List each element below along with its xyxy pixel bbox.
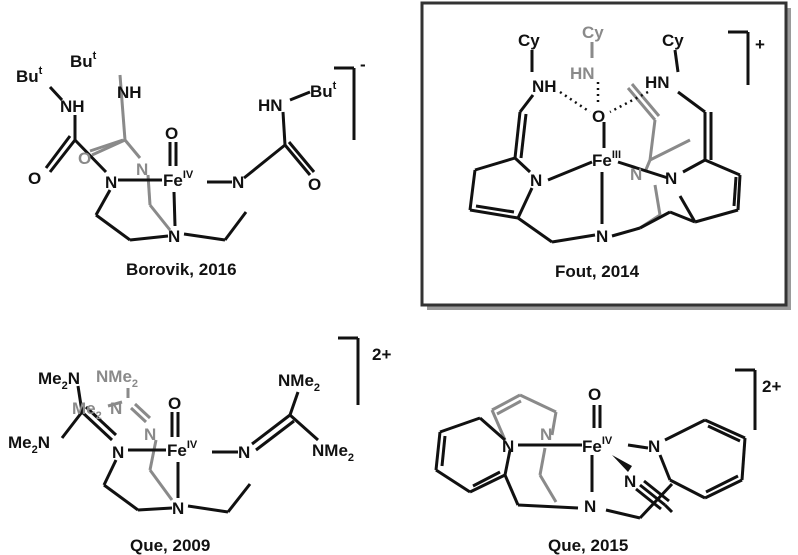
que2009-black-bonds	[60, 336, 360, 514]
que2009-n-gray-guan: N	[110, 399, 122, 418]
que2015-n-amine: N	[584, 497, 596, 516]
que2009-caption: Que, 2009	[130, 536, 210, 555]
borovik-n-bottom: N	[168, 227, 180, 246]
borovik-black-bonds	[44, 66, 356, 242]
fout-fe: FeIII	[592, 149, 621, 170]
que2015-n-left: N	[502, 437, 514, 456]
structure-que-2009: Me2N NMe2 Me2 N Me2N NMe2 NMe2 O N N N N…	[8, 336, 391, 555]
structure-borovik-2016: But But But NH NH HN O O O O N N N N FeI…	[16, 50, 366, 279]
que2009-o: O	[168, 394, 181, 413]
fout-n-right: N	[665, 169, 677, 188]
borovik-n-gray: N	[136, 160, 148, 179]
que2009-nme2-right-top: NMe2	[278, 371, 320, 394]
que2009-n-gray: N	[144, 425, 156, 444]
que2015-black-bonds	[434, 368, 757, 520]
fout-black-bonds	[468, 30, 750, 244]
fout-cy-right: Cy	[662, 31, 684, 50]
que2009-nme2-gray: NMe2	[96, 367, 138, 390]
fout-o: O	[592, 107, 605, 126]
fout-nh-left: NH	[532, 77, 557, 96]
que2015-wedge-bond	[612, 455, 632, 472]
borovik-nh-left: NH	[60, 97, 85, 116]
que2015-fe: FeIV	[582, 435, 613, 456]
que2009-nme2-right: NMe2	[312, 441, 354, 464]
fout-n-bottom: N	[596, 227, 608, 246]
que2009-gray-arm	[107, 388, 174, 501]
borovik-nh-mid: NH	[117, 83, 142, 102]
que2009-n-right: N	[238, 443, 250, 462]
borovik-n-left: N	[105, 173, 117, 192]
fout-cy-left: Cy	[518, 31, 540, 50]
que2015-n-right: N	[648, 437, 660, 456]
structure-que-2015: O N N N N N FeIV 2+ Que, 2015	[434, 368, 781, 555]
borovik-o-oxo: O	[165, 124, 178, 143]
que2015-charge: 2+	[762, 377, 781, 396]
borovik-n-right: N	[232, 173, 244, 192]
que2015-n-gray: N	[540, 425, 552, 444]
borovik-but-mid: But	[70, 50, 97, 71]
que2015-gray-pyridine	[490, 393, 558, 503]
borovik-o-left: O	[28, 169, 41, 188]
que2015-o: O	[588, 385, 601, 404]
borovik-caption: Borovik, 2016	[126, 260, 237, 279]
fout-gray-arm	[590, 42, 691, 230]
borovik-but-right: But	[310, 80, 337, 101]
fout-n-gray: N	[630, 165, 642, 184]
fout-charge: +	[755, 35, 765, 54]
fout-hn-right: HN	[645, 73, 670, 92]
que2009-charge: 2+	[372, 345, 391, 364]
que2009-n-left: N	[112, 443, 124, 462]
borovik-fe: FeIV	[163, 169, 194, 190]
borovik-charge: -	[360, 55, 366, 74]
borovik-gray-arm	[89, 74, 172, 231]
que2009-me2-gray: Me2	[72, 399, 102, 422]
fout-cy-mid: Cy	[582, 23, 604, 42]
que2015-caption: Que, 2015	[548, 536, 628, 555]
fout-hydrogen-bonds	[559, 82, 649, 114]
que2009-n-bottom: N	[172, 499, 184, 518]
borovik-o-gray: O	[78, 149, 91, 168]
que2015-n-nitrile: N	[624, 472, 636, 491]
borovik-o-right: O	[308, 175, 321, 194]
borovik-but-left: But	[16, 65, 43, 86]
que2009-me2n-left: Me2N	[8, 433, 50, 456]
fout-caption: Fout, 2014	[555, 262, 640, 281]
borovik-hn-right: HN	[258, 96, 283, 115]
fout-panel-frame	[420, 1, 791, 310]
que2009-fe: FeIV	[167, 439, 198, 460]
fout-n-left: N	[530, 171, 542, 190]
fout-hn-mid: HN	[570, 64, 595, 83]
structure-fout-2014: Cy Cy Cy NH HN HN O N N N N FeIII + Fout…	[468, 23, 765, 281]
que2009-me2n-top: Me2N	[38, 369, 80, 392]
